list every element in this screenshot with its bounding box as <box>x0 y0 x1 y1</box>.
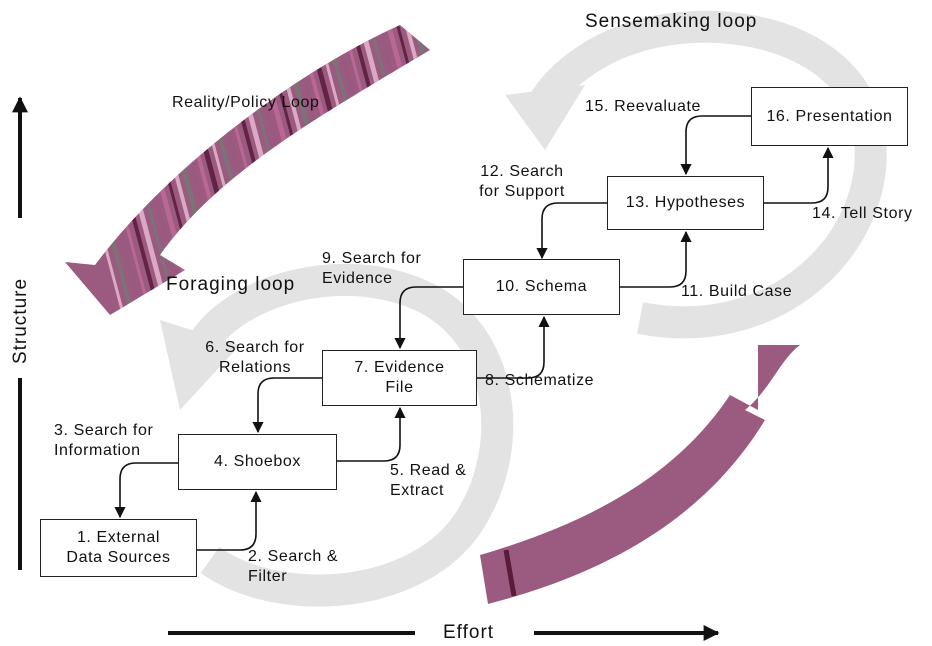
edge-label-tell-story: 14. Tell Story <box>812 205 913 222</box>
sensemaking-loop-arrow <box>505 10 887 339</box>
foraging-loop-title: Foraging loop <box>166 274 296 295</box>
structure-axis-label: Structure <box>10 277 31 365</box>
node-evidence-file: 7. Evidence File <box>322 350 477 406</box>
edge-label-search-evidence: 9. Search for Evidence <box>322 250 422 287</box>
effort-axis-label: Effort <box>443 622 495 643</box>
stripe <box>65 25 132 315</box>
sensemaking-loop-title: Sensemaking loop <box>585 11 758 32</box>
effort-progress-arrow <box>480 345 800 604</box>
node-presentation: 16. Presentation <box>751 87 908 146</box>
edge-label-search-support: 12. Search for Support <box>479 163 565 200</box>
foraging-loop-arrow <box>160 263 514 607</box>
edge-label-search-information: 3. Search for Information <box>54 422 154 459</box>
stripe <box>398 25 430 315</box>
node-shoebox: 4. Shoebox <box>178 434 337 490</box>
node-external-data-sources: 1. External Data Sources <box>40 519 197 577</box>
flow-connectors <box>114 115 834 551</box>
reality-policy-loop-label: Reality/Policy Loop <box>172 94 320 111</box>
node-hypotheses: 13. Hypotheses <box>607 176 764 230</box>
node-schema: 10. Schema <box>463 259 620 315</box>
effort-arrow-body <box>480 345 800 604</box>
edge-label-build-case: 11. Build Case <box>681 283 793 300</box>
edge-label-search-relations: 6. Search for Relations <box>205 339 305 376</box>
edge-label-schematize: 8. Schematize <box>485 372 595 389</box>
stripe <box>389 25 430 315</box>
edge-label-reevaluate: 15. Reevaluate <box>585 98 702 115</box>
edge-label-search-filter: 2. Search & Filter <box>248 548 339 585</box>
effort-arrow-stripe <box>503 549 517 597</box>
edge-label-read-extract: 5. Read & Extract <box>390 462 467 499</box>
